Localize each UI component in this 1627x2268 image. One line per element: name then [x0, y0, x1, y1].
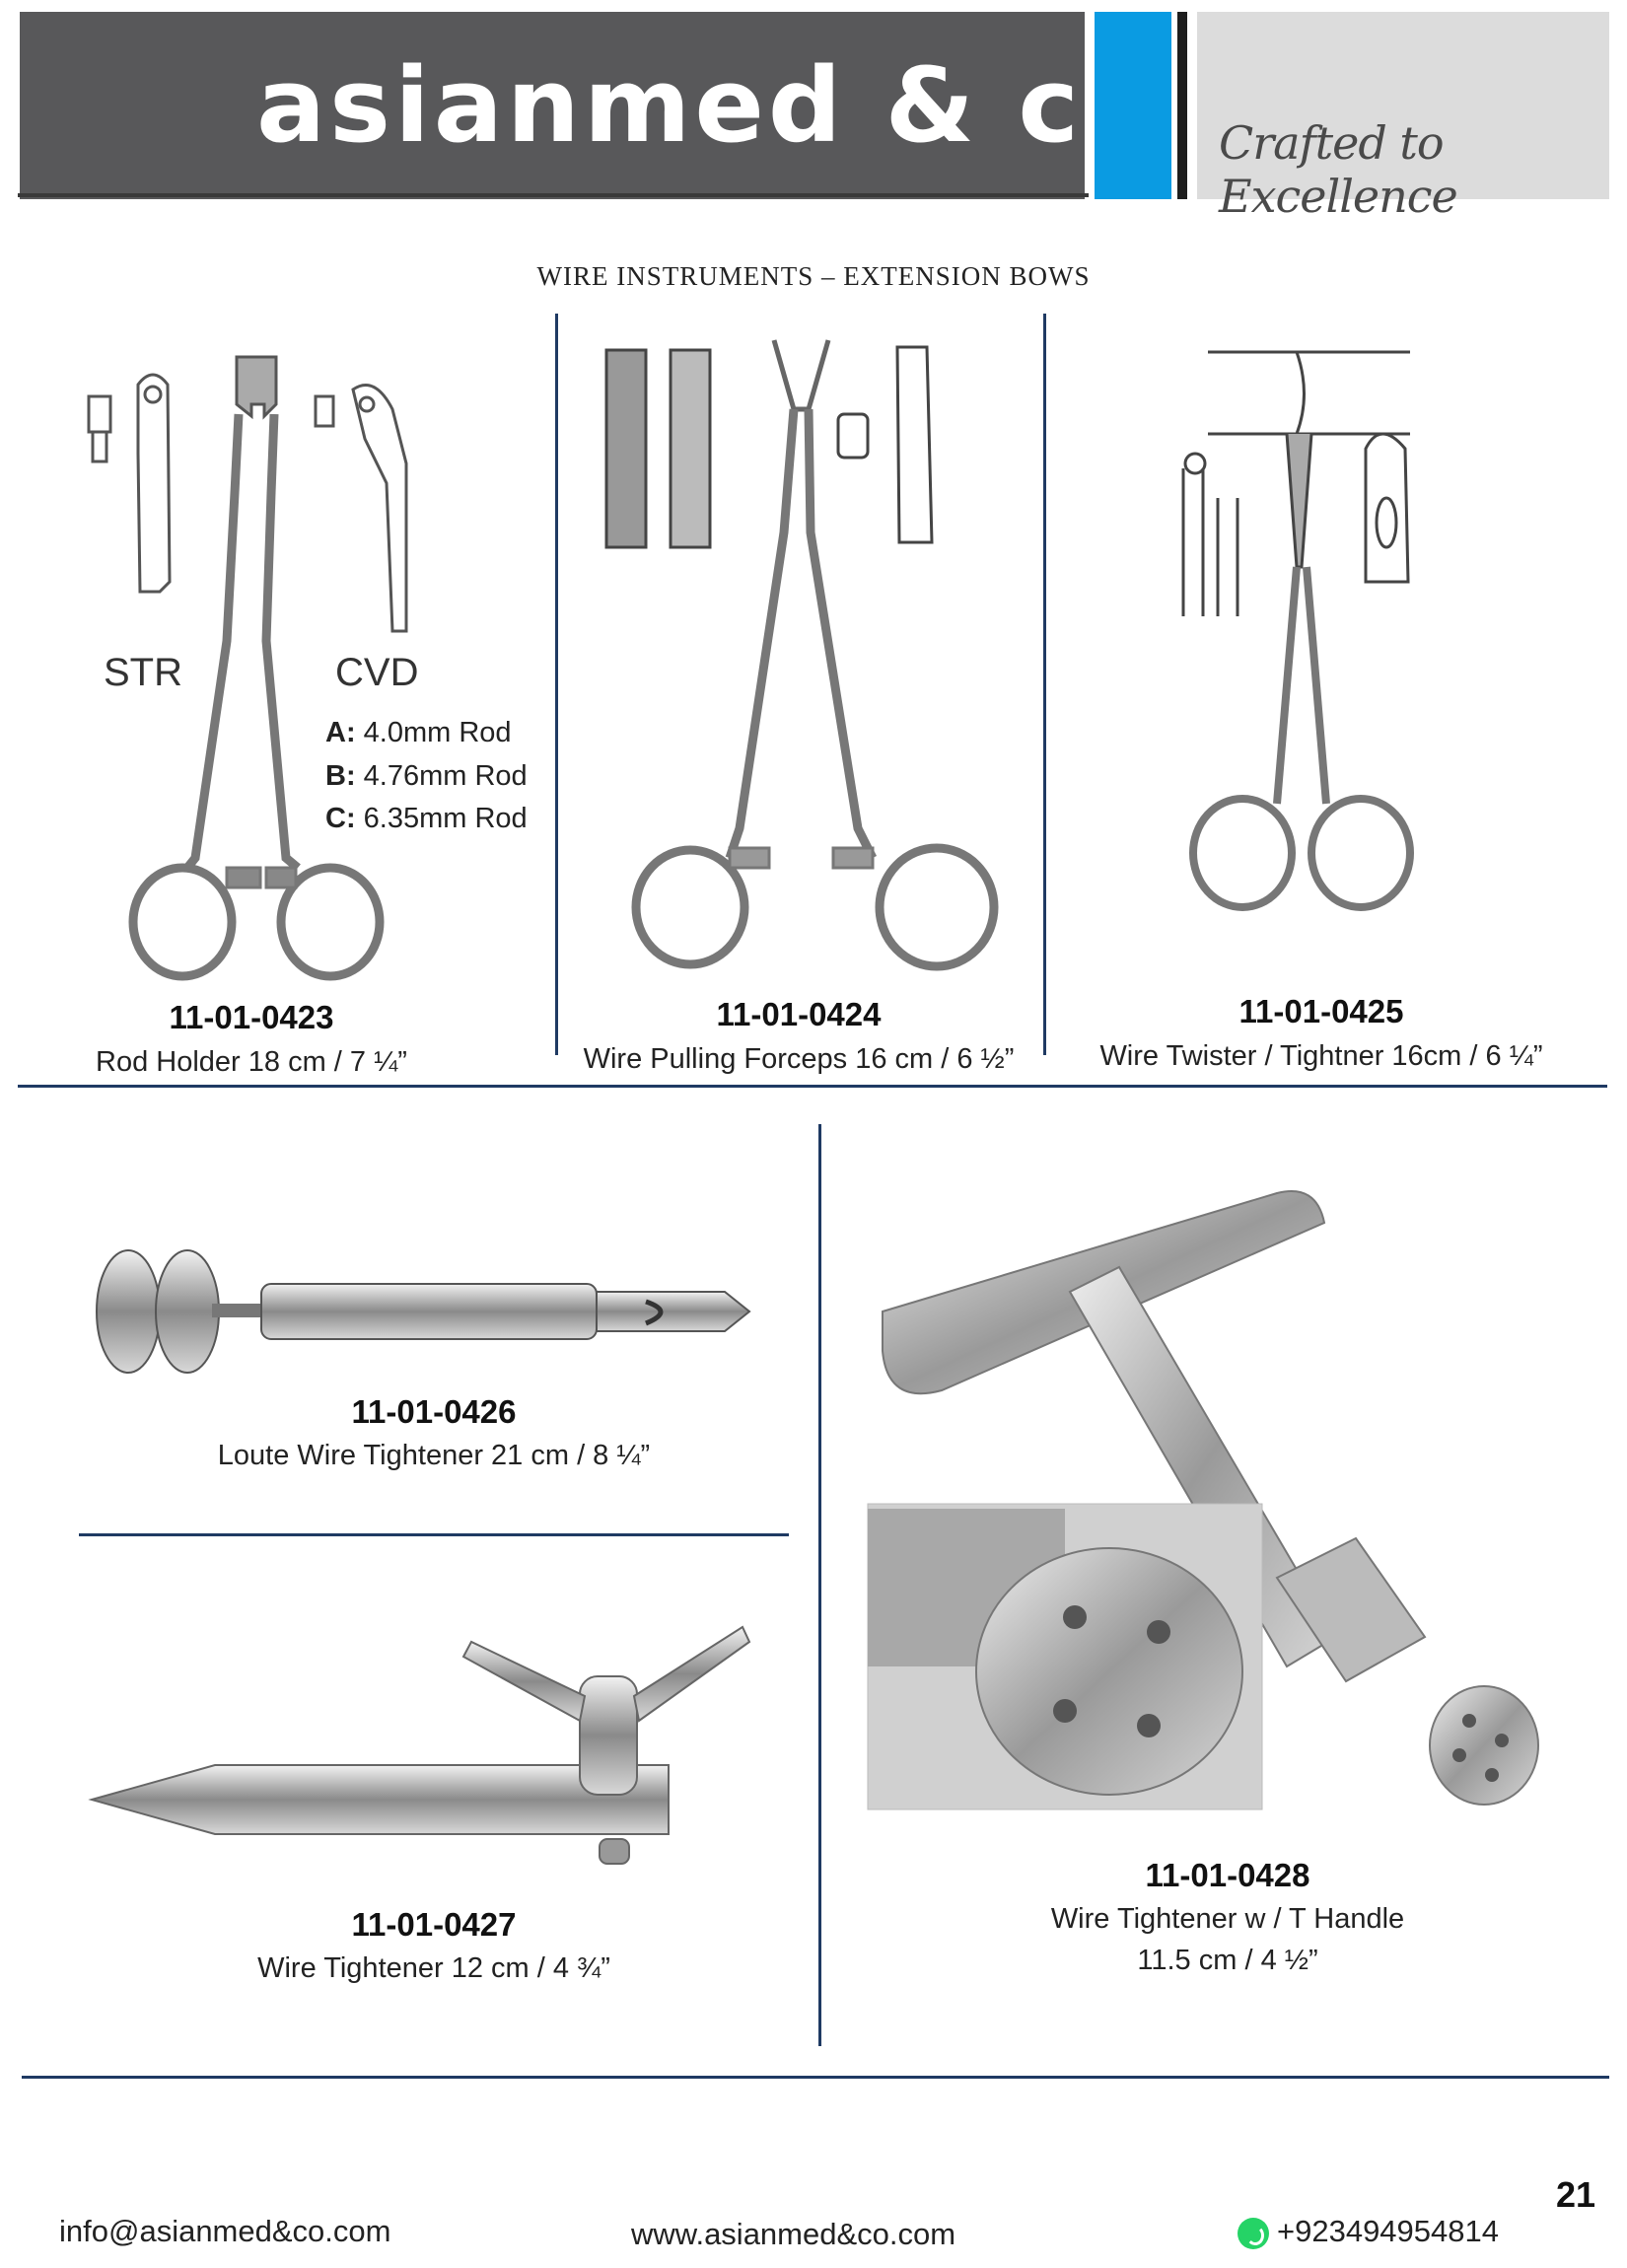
product-code-0423: 11-01-0423	[169, 999, 334, 1035]
header-tagline-panel	[1197, 12, 1609, 199]
cvd-label: CVD	[335, 651, 419, 694]
rod-spec-c: C: 6.35mm Rod	[325, 803, 528, 834]
product-code-0428: 11-01-0428	[1145, 1857, 1310, 1893]
product-code-0426: 11-01-0426	[351, 1393, 517, 1430]
tagline: Crafted to Excellence	[1219, 116, 1458, 223]
rod-spec-list: A: 4.0mm Rod B: 4.76mm Rod C: 6.35mm Rod	[325, 712, 528, 841]
rod-spec-b: B: 4.76mm Rod	[325, 759, 528, 792]
product-name-0426: Loute Wire Tightener 21 cm / 8 ¼”	[217, 1440, 651, 1471]
header-accent-black	[1177, 12, 1187, 199]
wire-twister-image	[1181, 350, 1414, 911]
product-name-0423: Rod Holder 18 cm / 7 ¼”	[96, 1046, 407, 1078]
loute-wire-tightener-image	[96, 1249, 751, 1374]
header-banner	[20, 12, 1085, 199]
footer-phone-group[interactable]: +923494954814	[1238, 2214, 1499, 2249]
page-number: 21	[1556, 2174, 1596, 2215]
product-code-0424: 11-01-0424	[716, 996, 882, 1032]
header-shadow	[18, 193, 1089, 197]
wire-pulling-forceps-image	[604, 339, 999, 971]
wire-tightener-image	[88, 1625, 751, 1865]
product-name-0424: Wire Pulling Forceps 16 cm / 6 ½”	[583, 1043, 1015, 1075]
product-code-0425: 11-01-0425	[1238, 993, 1404, 1029]
footer-email[interactable]: info@asianmed&co.com	[59, 2214, 391, 2248]
str-label: STR	[104, 651, 182, 694]
section-title: WIRE INSTRUMENTS – EXTENSION BOWS	[536, 261, 1091, 291]
product-code-0427: 11-01-0427	[351, 1906, 517, 1943]
product-name-0427: Wire Tightener 12 cm / 4 ¾”	[257, 1952, 610, 1984]
rod-spec-a: A: 4.0mm Rod	[325, 717, 512, 748]
product-name-0428: Wire Tightener w / T Handle 11.5 cm / 4 …	[848, 1898, 1607, 1981]
product-name-0425: Wire Twister / Tightner 16cm / 6 ¼”	[1099, 1040, 1543, 1072]
rod-holder-image	[87, 355, 408, 981]
t-handle-wire-tightener-image	[867, 1190, 1539, 1810]
divider-bottom	[22, 2076, 1609, 2079]
product-name-0428-line1: Wire Tightener w / T Handle	[1050, 1903, 1405, 1935]
divider-vertical-3	[818, 1124, 821, 2046]
divider-vertical-1	[555, 314, 558, 1055]
divider-row-1	[18, 1085, 1607, 1088]
footer-phone: +923494954814	[1277, 2214, 1499, 2248]
divider-left-mid	[79, 1533, 789, 1536]
footer-website[interactable]: www.asianmed&co.com	[631, 2217, 956, 2251]
product-name-0428-line2: 11.5 cm / 4 ½”	[1137, 1945, 1318, 1977]
whatsapp-icon	[1238, 2217, 1269, 2249]
brand-logo: asianmed & co	[256, 45, 1158, 166]
header-accent-blue	[1095, 12, 1171, 199]
divider-vertical-2	[1043, 314, 1046, 1055]
